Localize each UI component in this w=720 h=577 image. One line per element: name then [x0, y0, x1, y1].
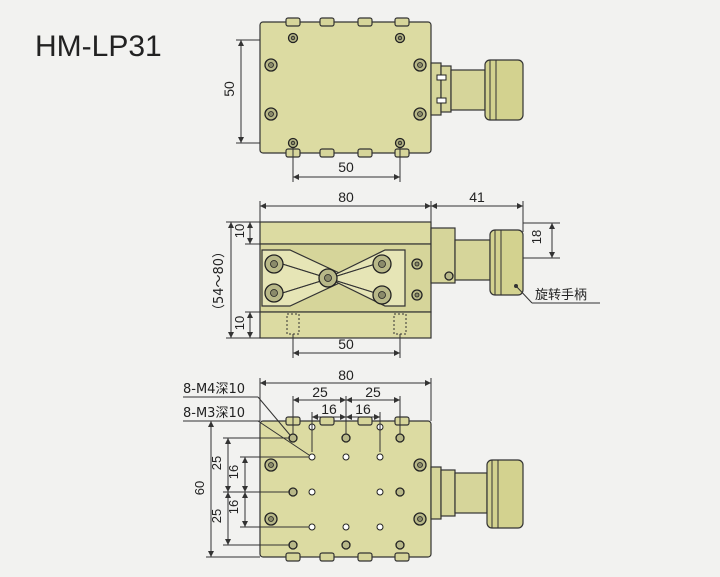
top-view-spacing-dim: 50 — [338, 159, 354, 175]
model-title: HM-LP31 — [35, 30, 162, 63]
m3-label: 8-M3深10 — [183, 406, 245, 421]
top-thickness-dim: 10 — [232, 224, 247, 238]
bottom-height-dim: 60 — [192, 481, 207, 495]
handle-length-dim: 41 — [469, 189, 485, 205]
top-view: 50 50 — [221, 17, 524, 182]
v16-bottom: 16 — [226, 500, 241, 514]
front-bottom-spacing-dim: 50 — [338, 336, 354, 352]
front-view: 80 41 10 10 （54～80） 18 旋转手柄 50 — [212, 189, 600, 358]
spacing-16-right: 16 — [355, 401, 371, 417]
v25-top: 25 — [209, 456, 224, 470]
scissor-mechanism — [261, 249, 423, 307]
v16-top: 16 — [226, 465, 241, 479]
m4-threaded-hole — [288, 433, 405, 550]
front-view-handle — [430, 227, 524, 296]
front-bottom-plate — [259, 311, 432, 339]
m4-label: 8-M4深10 — [183, 382, 245, 397]
v25-bottom: 25 — [209, 509, 224, 523]
spacing-25-left: 25 — [312, 384, 328, 400]
height-range-dim: （54～80） — [212, 245, 227, 317]
handle-label: 旋转手柄 — [535, 288, 587, 303]
bottom-thickness-dim: 10 — [232, 316, 247, 330]
top-view-height-dim: 50 — [221, 81, 237, 97]
bottom-view-handle — [430, 459, 524, 529]
bottom-view: 80 25 25 16 16 8-M4深10 8-M3深10 60 25 25 — [183, 367, 524, 562]
bottom-view-mount-hole — [264, 458, 427, 526]
bottom-width-dim: 80 — [338, 367, 354, 383]
front-width-dim: 80 — [338, 189, 354, 205]
top-view-mount-hole — [264, 32, 427, 149]
top-view-handle — [430, 59, 524, 121]
front-top-plate — [259, 221, 432, 245]
handle-dia-dim: 18 — [529, 230, 544, 244]
spacing-25-right: 25 — [365, 384, 381, 400]
top-view-body — [259, 21, 432, 154]
spacing-16-left: 16 — [321, 401, 337, 417]
